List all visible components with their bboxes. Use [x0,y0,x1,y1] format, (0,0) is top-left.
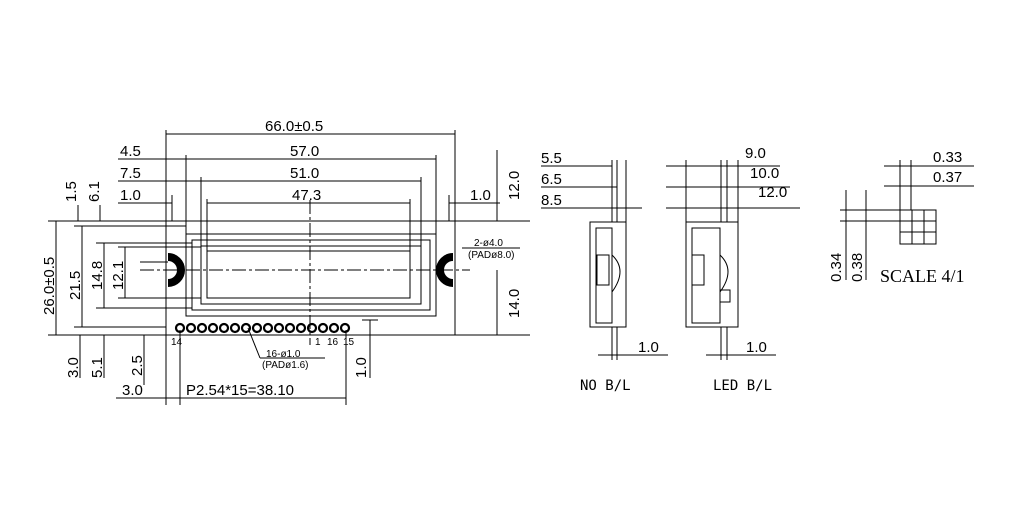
dim-right-12: 12.0 [506,171,523,200]
dim-bottom-3-0b: 3.0 [122,382,143,399]
pin-pad [273,322,285,334]
pin-14-label: 14 [171,337,183,348]
led-bl-bezel-curve [719,254,729,293]
pin-pad [196,322,208,334]
side-view-led-bl [666,160,800,360]
dim-1-5: 1.5 [63,181,80,202]
holes-label: 2-ø4.0 [474,238,503,249]
led-bl-1-0: 1.0 [746,339,767,356]
pin-pad [317,322,329,334]
dim-bottom-5-1: 5.1 [89,357,106,378]
front-view [48,130,530,405]
dim-right-14: 14.0 [506,289,523,318]
bezel-inner [191,239,431,311]
dim-66: 66.0±0.5 [265,118,323,135]
viewing-area [200,245,422,305]
pin-pad [339,322,351,334]
dim-51: 51.0 [290,165,319,182]
dot-0-34: 0.34 [828,253,845,282]
dot-0-37: 0.37 [933,169,962,186]
pin-pad [251,322,263,334]
pin-1-label: 1 [315,337,321,348]
dim-21-5: 21.5 [67,271,84,300]
mount-hole-left [167,253,185,287]
holes-pad: (PADø8.0) [468,250,515,261]
pin-15-label: 15 [343,337,355,348]
led-bl-window [691,254,705,286]
side-view-no-bl [541,160,668,360]
dot-0-33: 0.33 [933,149,962,166]
no-bl-8-5: 8.5 [541,192,562,209]
dim-right-1-0: 1.0 [470,187,491,204]
active-area [206,250,411,299]
dim-left-1-0: 1.0 [120,187,141,204]
dim-bottom-3-0: 3.0 [65,357,82,378]
dot-detail [840,160,974,280]
dim-14-8: 14.8 [89,261,106,290]
pin-pad [295,322,307,334]
pin-pad [262,322,274,334]
no-bl-window [596,254,610,286]
led-bl-10-0: 10.0 [750,165,779,182]
dim-47: 47.3 [292,187,321,204]
dim-26: 26.0±0.5 [41,257,58,315]
pin-16-label: 16 [327,337,339,348]
pin-pad [306,322,318,334]
dot-grid [899,209,937,245]
dim-bottom-2-5: 2.5 [129,355,146,376]
pin-pad [229,322,241,334]
dim-bottom-right-1-0: 1.0 [353,357,370,378]
led-bl-9-0: 9.0 [745,145,766,162]
dim-6-1: 6.1 [86,181,103,202]
dim-57: 57.0 [290,143,319,160]
pin-row [174,322,351,334]
dim-pitch: P2.54*15=38.10 [186,382,294,399]
pins-leader [247,327,261,359]
pin-pad [185,322,197,334]
no-bl-body [589,221,627,328]
no-bl-caption: NO B/L [580,378,631,394]
bezel [185,233,437,317]
pins-pad: (PADø1.6) [262,360,309,371]
pin-pad [218,322,230,334]
dim-12-1: 12.1 [110,261,127,290]
pins-label: 16-ø1.0 [266,349,301,360]
dim-4-5: 4.5 [120,143,141,160]
mount-hole-right [436,253,454,287]
no-bl-1-0: 1.0 [638,339,659,356]
pin-pad [284,322,296,334]
dot-0-38: 0.38 [849,253,866,282]
no-bl-glass [595,227,613,324]
pin-pad [240,322,252,334]
no-bl-6-5: 6.5 [541,171,562,188]
pin-pad [328,322,340,334]
led-bl-caption: LED B/L [713,378,772,394]
scale-label: SCALE 4/1 [880,266,965,286]
no-bl-bezel-curve [611,254,621,293]
led-bl-glass [691,227,721,324]
no-bl-5-5: 5.5 [541,150,562,167]
led-bl-tab [719,289,731,303]
pin-pad [207,322,219,334]
led-bl-12-0: 12.0 [758,184,787,201]
dim-7-5: 7.5 [120,165,141,182]
led-bl-body [685,221,739,328]
